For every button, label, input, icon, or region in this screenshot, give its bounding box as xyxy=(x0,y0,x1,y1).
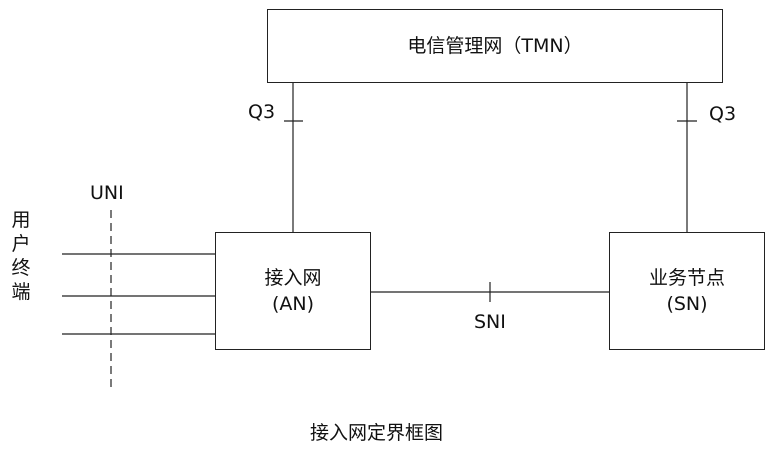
user-terminal-char-1: 用 xyxy=(11,209,31,231)
an-abbr: (AN) xyxy=(271,293,315,315)
q3-right-label: Q3 xyxy=(709,103,737,125)
sn-label: 业务节点 xyxy=(648,267,725,289)
service-node-box: 业务节点 (SN) xyxy=(609,232,765,350)
user-terminal-char-4: 端 xyxy=(11,281,31,303)
user-terminal-char-3: 终 xyxy=(11,257,31,279)
sni-label: SNI xyxy=(474,311,506,333)
user-terminal-label: 用 户 终 端 xyxy=(10,208,32,304)
access-network-box: 接入网 (AN) xyxy=(215,232,371,350)
an-label: 接入网 xyxy=(264,267,322,289)
diagram-caption: 接入网定界框图 xyxy=(310,422,444,444)
q3-left-label: Q3 xyxy=(248,101,276,123)
user-terminal-char-2: 户 xyxy=(11,233,31,255)
sn-abbr: (SN) xyxy=(666,293,708,315)
tmn-label: 电信管理网（TMN） xyxy=(407,35,583,57)
tmn-box: 电信管理网（TMN） xyxy=(267,9,723,83)
uni-label: UNI xyxy=(90,182,124,204)
